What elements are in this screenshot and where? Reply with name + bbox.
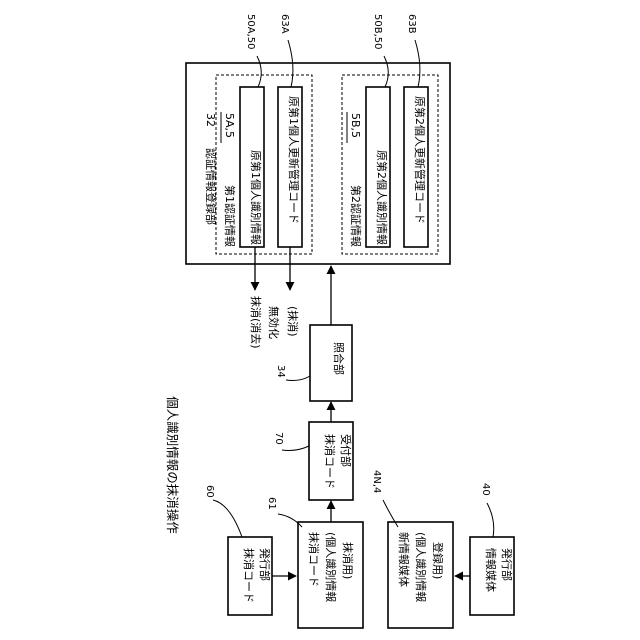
ref-50a: 50A,50 <box>245 14 256 49</box>
leader-40 <box>487 503 494 537</box>
media-issuer-line2: 発行部 <box>500 548 514 581</box>
erase-code-line1: 抹消コード <box>307 532 321 587</box>
new-media-line3: 登録用) <box>431 542 445 579</box>
second-auth-label: 第2認証情報 <box>349 185 363 247</box>
leader-34 <box>286 376 310 381</box>
first-auth-label: 第1認証情報 <box>223 185 237 247</box>
erase-code-receiver-ref: 70 <box>273 432 284 445</box>
first-update-code-label: 原第1個人更新管理コード <box>287 96 301 224</box>
media-issuer-line1: 情報媒体 <box>484 548 498 592</box>
collation-ref: 34 <box>275 365 286 378</box>
leader-70 <box>282 446 309 451</box>
erase-code-line3: 抹消用) <box>341 542 355 579</box>
new-media-ref: 4N,4 <box>371 470 382 493</box>
erase-code-issuer-line1: 抹消コード <box>242 548 256 603</box>
first-auth-ref: 5A,5 <box>223 113 236 138</box>
invalidate-label: 無効化 <box>267 306 281 339</box>
leader-60 <box>213 500 242 537</box>
erase-code-issuer-ref: 60 <box>204 485 215 498</box>
invalidate-sub-label: (抹消) <box>286 306 300 337</box>
second-update-code-label: 原第2個人更新管理コード <box>413 96 427 224</box>
collation-label: 照合部 <box>332 342 346 375</box>
ref-50b: 50B,50 <box>372 14 383 50</box>
erase-code-issuer-line2: 発行部 <box>258 548 272 581</box>
new-media-line2: (個人識別情報 <box>414 532 427 602</box>
erase-code-receiver-line2: 受付部 <box>339 434 353 467</box>
first-id-info-label: 原第1個人識別情報 <box>249 150 263 245</box>
new-media-line1: 新情報媒体 <box>397 532 411 587</box>
figure-title: 個人識別情報の抹消操作 <box>165 396 180 534</box>
second-auth-ref: 5B,5 <box>349 113 362 138</box>
second-id-info-label: 原第2個人識別情報 <box>375 150 389 245</box>
erase-label: 抹消(消去) <box>249 296 263 349</box>
erase-code-receiver-line1: 抹消コード <box>323 434 337 489</box>
ref-63b: 63B <box>406 14 417 34</box>
erase-code-ref: 61 <box>266 497 277 510</box>
media-issuer-ref: 40 <box>480 483 491 496</box>
ref-63a: 63A <box>279 14 290 34</box>
erase-code-line2: (個人識別情報 <box>324 532 337 602</box>
auth-registry-ref: 32 <box>204 113 217 127</box>
